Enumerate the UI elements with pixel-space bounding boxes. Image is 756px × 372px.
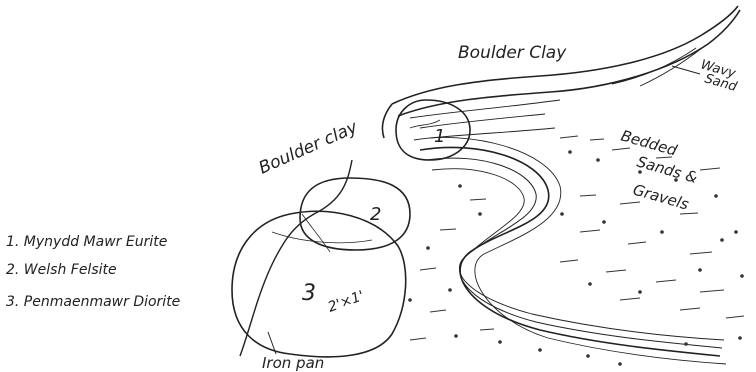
boulder-clay-tongue	[382, 6, 740, 138]
boulder-1	[396, 100, 470, 160]
legend: 1. Mynydd Mawr Eurite 2. Welsh Felsite 3…	[6, 234, 180, 310]
legend-item-2: 2. Welsh Felsite	[6, 262, 117, 278]
legend-item-1: 1. Mynydd Mawr Eurite	[6, 234, 167, 250]
boulder-3-number: 3	[302, 281, 316, 306]
legend-item-3: 3. Penmaenmawr Diorite	[6, 294, 180, 310]
boulder-1-number: 1	[434, 126, 445, 147]
wavy-sand-pointer	[672, 66, 700, 74]
boulder-3	[232, 160, 406, 357]
iron-pan-label: Iron pan	[262, 354, 324, 372]
boulder-2	[300, 178, 410, 250]
boulder-clay-top-label: Boulder Clay	[458, 43, 567, 63]
boulder-3-size: 2'×1'	[326, 288, 366, 316]
gravels-label: Gravels	[631, 181, 691, 214]
boulder-2-number: 2	[370, 204, 381, 225]
boulder-clay-left-label: Boulder clay	[256, 117, 362, 179]
